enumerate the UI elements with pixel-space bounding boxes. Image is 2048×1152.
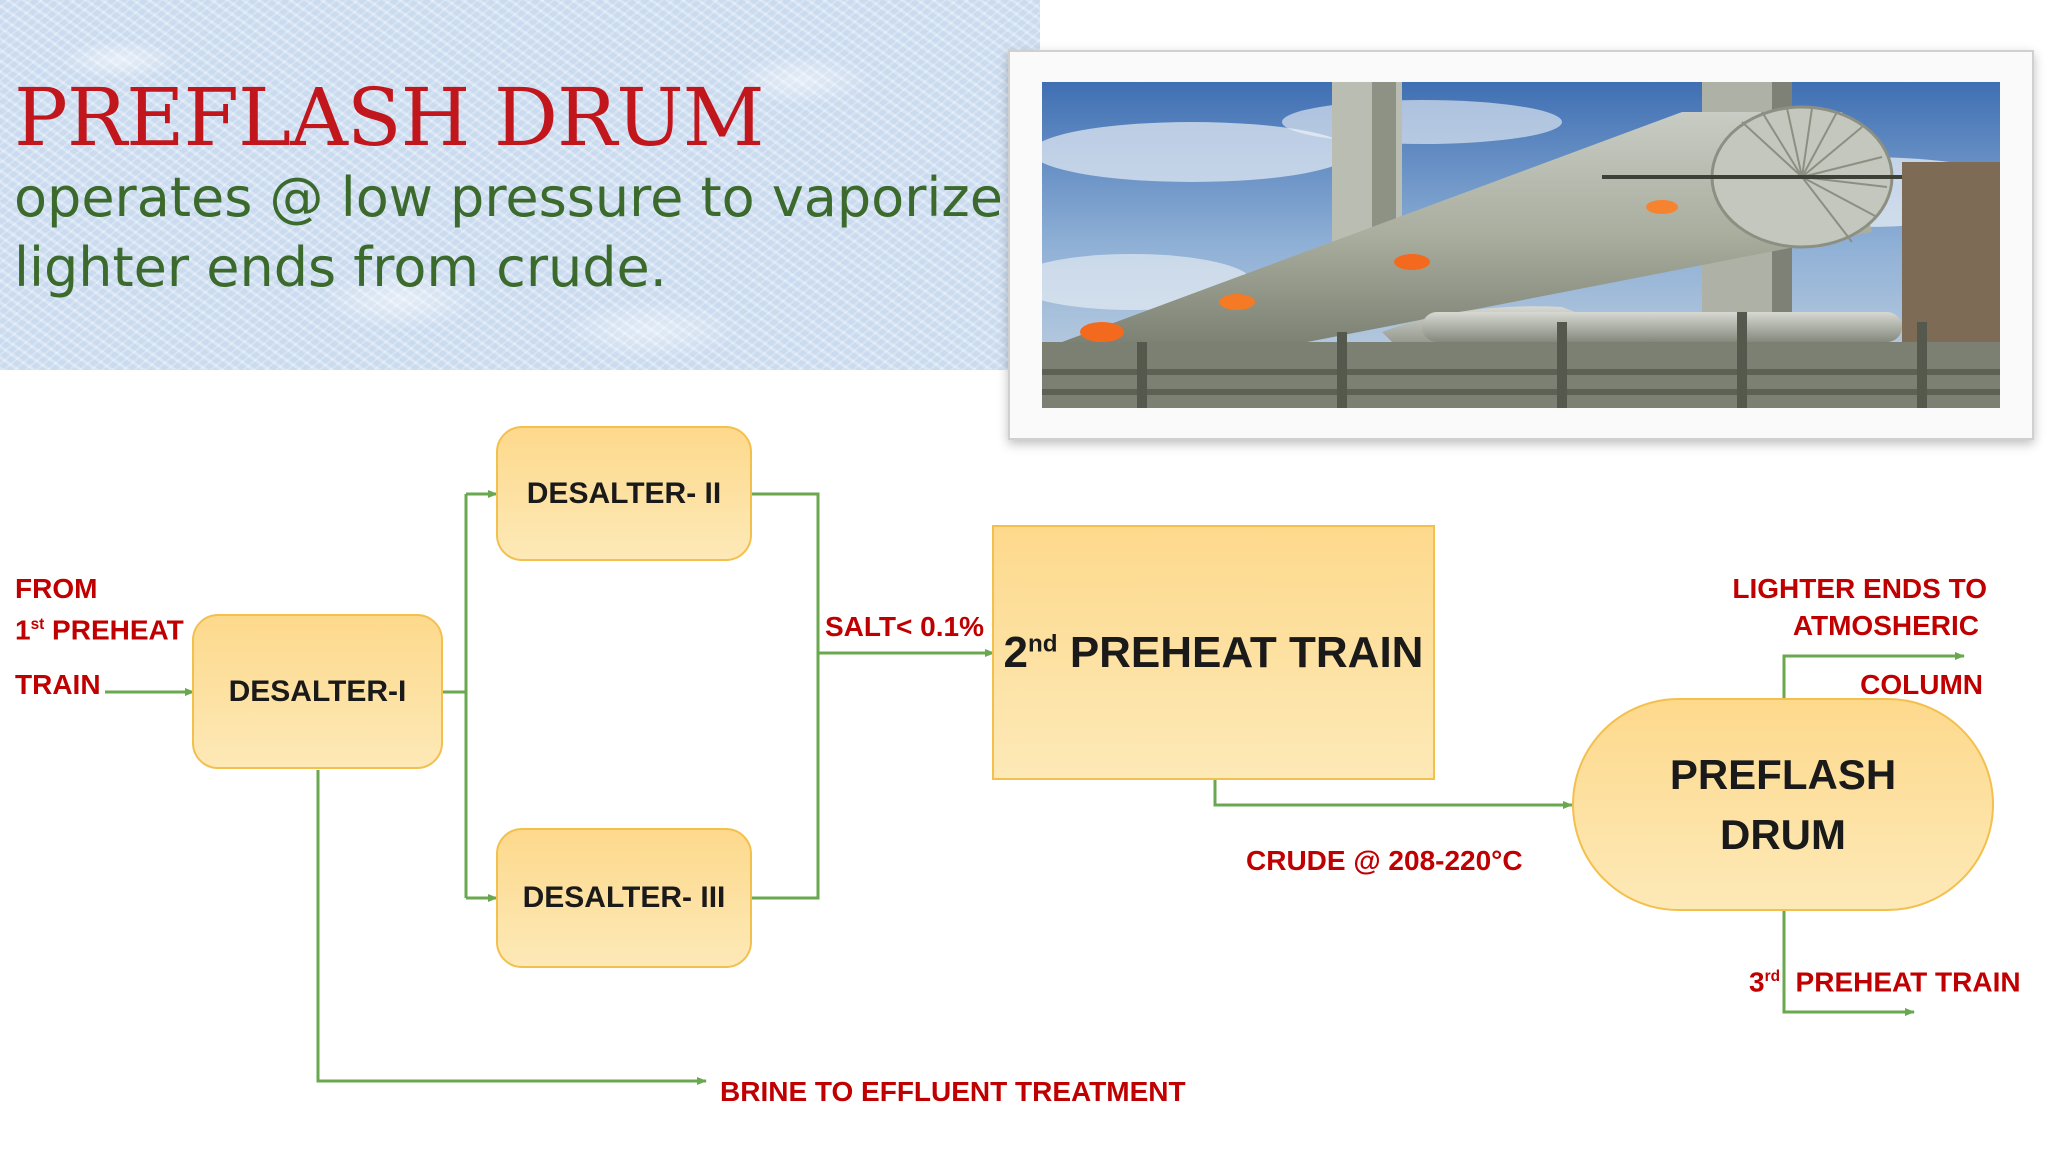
page-subtitle: operates @ low pressure to vaporize ligh… [14,166,1003,299]
preflash-drum-photo [1042,82,2000,408]
lighter-ends-label-line3: COLUMN [1860,669,1983,700]
preflash-drum-label-line1: PREFLASH [1669,750,1897,798]
from-label-line3: TRAIN [15,669,101,700]
lighter-ends-label-line1: LIGHTER ENDS TO [1732,573,1987,604]
preheat-to-drum-line [1213,780,1573,809]
preflash-drum-label-line2: DRUM [1720,810,1846,858]
page-title: PREFLASH DRUM [14,71,765,164]
title-panel: PREFLASH DRUM operates @ low pressure to… [0,0,1040,370]
desalter-2-out-line [752,492,820,900]
third-preheat-label: 3rd PREHEAT TRAIN [1749,966,2021,998]
preheat-train-2-box: 2nd PREHEAT TRAIN [992,525,1435,780]
lighter-ends-line [1782,652,1965,700]
desalter-1-box: DESALTER-I [192,614,443,769]
brine-line [316,770,707,1085]
third-preheat-line [1782,910,1915,1016]
desalter-2-label: DESALTER- II [526,476,722,510]
desalter-3-label: DESALTER- III [522,881,726,914]
salt-label: SALT< 0.1% [825,611,984,642]
crude-label: CRUDE @ 208-220°C [1246,845,1523,876]
from-label-line1: FROM [15,573,98,604]
preflash-drum-box: PREFLASH DRUM [1572,698,1994,911]
drum-photo-frame [1008,50,2034,440]
lighter-ends-label-line2: ATMOSHERIC [1792,610,1979,641]
from-label-line2: 1st PREHEAT [15,614,184,646]
desalter-3-box: DESALTER- III [496,828,752,968]
brine-label: BRINE TO EFFLUENT TREATMENT [720,1076,1186,1107]
desalter-2-box: DESALTER- II [496,426,752,561]
desalter-1-label: DESALTER-I [228,674,407,708]
preheat-train-2-label: 2nd PREHEAT TRAIN [1003,627,1424,677]
